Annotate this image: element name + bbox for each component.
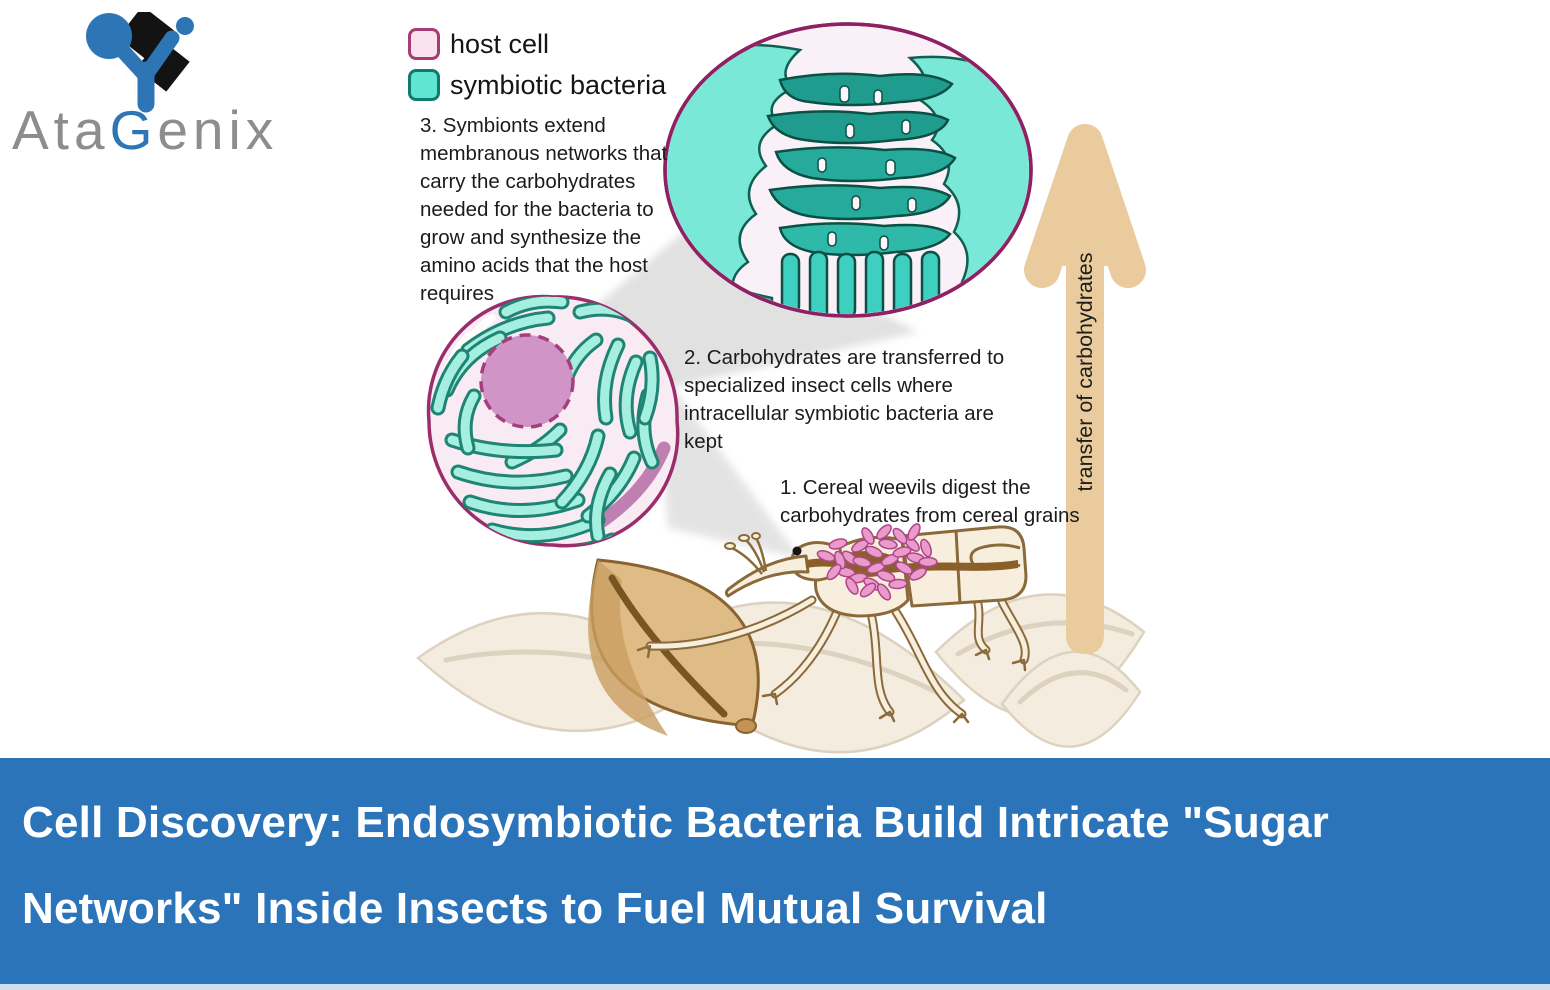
host-cell-crescent — [591, 441, 671, 531]
title-banner — [0, 758, 1550, 990]
logo-text-enix: enix — [157, 99, 279, 161]
logo-text-ata: Ata — [12, 99, 110, 161]
bacteriome — [816, 523, 938, 601]
banner-bottom-strip — [0, 984, 1550, 990]
transfer-arrow-label: transfer of carbohydrates — [1073, 252, 1097, 491]
weevil-snout — [724, 554, 810, 598]
weevil-legs — [636, 595, 1030, 724]
symbiotic-bacteria-rods — [430, 296, 660, 546]
title-line-1: Cell Discovery: Endosymbiotic Bacteria B… — [22, 798, 1329, 847]
transfer-arrow: transfer of carbohydrates — [1024, 124, 1146, 654]
legend-item-symbiotic-bacteria: symbiotic bacteria — [408, 69, 666, 101]
step-2-text: 2. Carbohydrates are transferred to spec… — [684, 346, 1005, 454]
membrane-stack — [766, 72, 957, 257]
membrane-fingers — [780, 250, 941, 314]
host-cell — [426, 294, 680, 548]
legend-item-host-cell: host cell — [408, 28, 666, 60]
step-3-text: 3. Symbionts extend membranous networks … — [420, 114, 668, 306]
host-cell-swatch — [408, 28, 440, 60]
symbiotic-bacteria-swatch — [408, 69, 440, 101]
cereal-grains — [416, 558, 1146, 754]
zoom-beams — [584, 218, 918, 558]
legend-label-symbiotic-bacteria: symbiotic bacteria — [450, 69, 667, 100]
atagenix-logo-icon — [86, 12, 194, 113]
zoom-beam-cell-to-membrane — [584, 218, 918, 394]
weevil-eye — [792, 546, 802, 556]
step-1-text: 1. Cereal weevils digest the carbohydrat… — [780, 476, 1080, 528]
title-line-2: Networks" Inside Insects to Fuel Mutual … — [22, 884, 1048, 933]
weevil — [636, 523, 1030, 724]
grain-pale-bottom-right — [1000, 650, 1142, 748]
atagenix-logo-text: AtaGenix — [12, 98, 278, 162]
membrane-network-circle — [663, 22, 1033, 318]
atagenix-logo: AtaGenix — [8, 6, 328, 176]
logo-text-g: G — [109, 99, 158, 161]
legend: host cell symbiotic bacteria — [408, 28, 666, 110]
nucleus — [479, 333, 575, 429]
legend-label-host-cell: host cell — [450, 28, 550, 59]
zoom-beam-weevil-to-cell — [654, 362, 800, 558]
